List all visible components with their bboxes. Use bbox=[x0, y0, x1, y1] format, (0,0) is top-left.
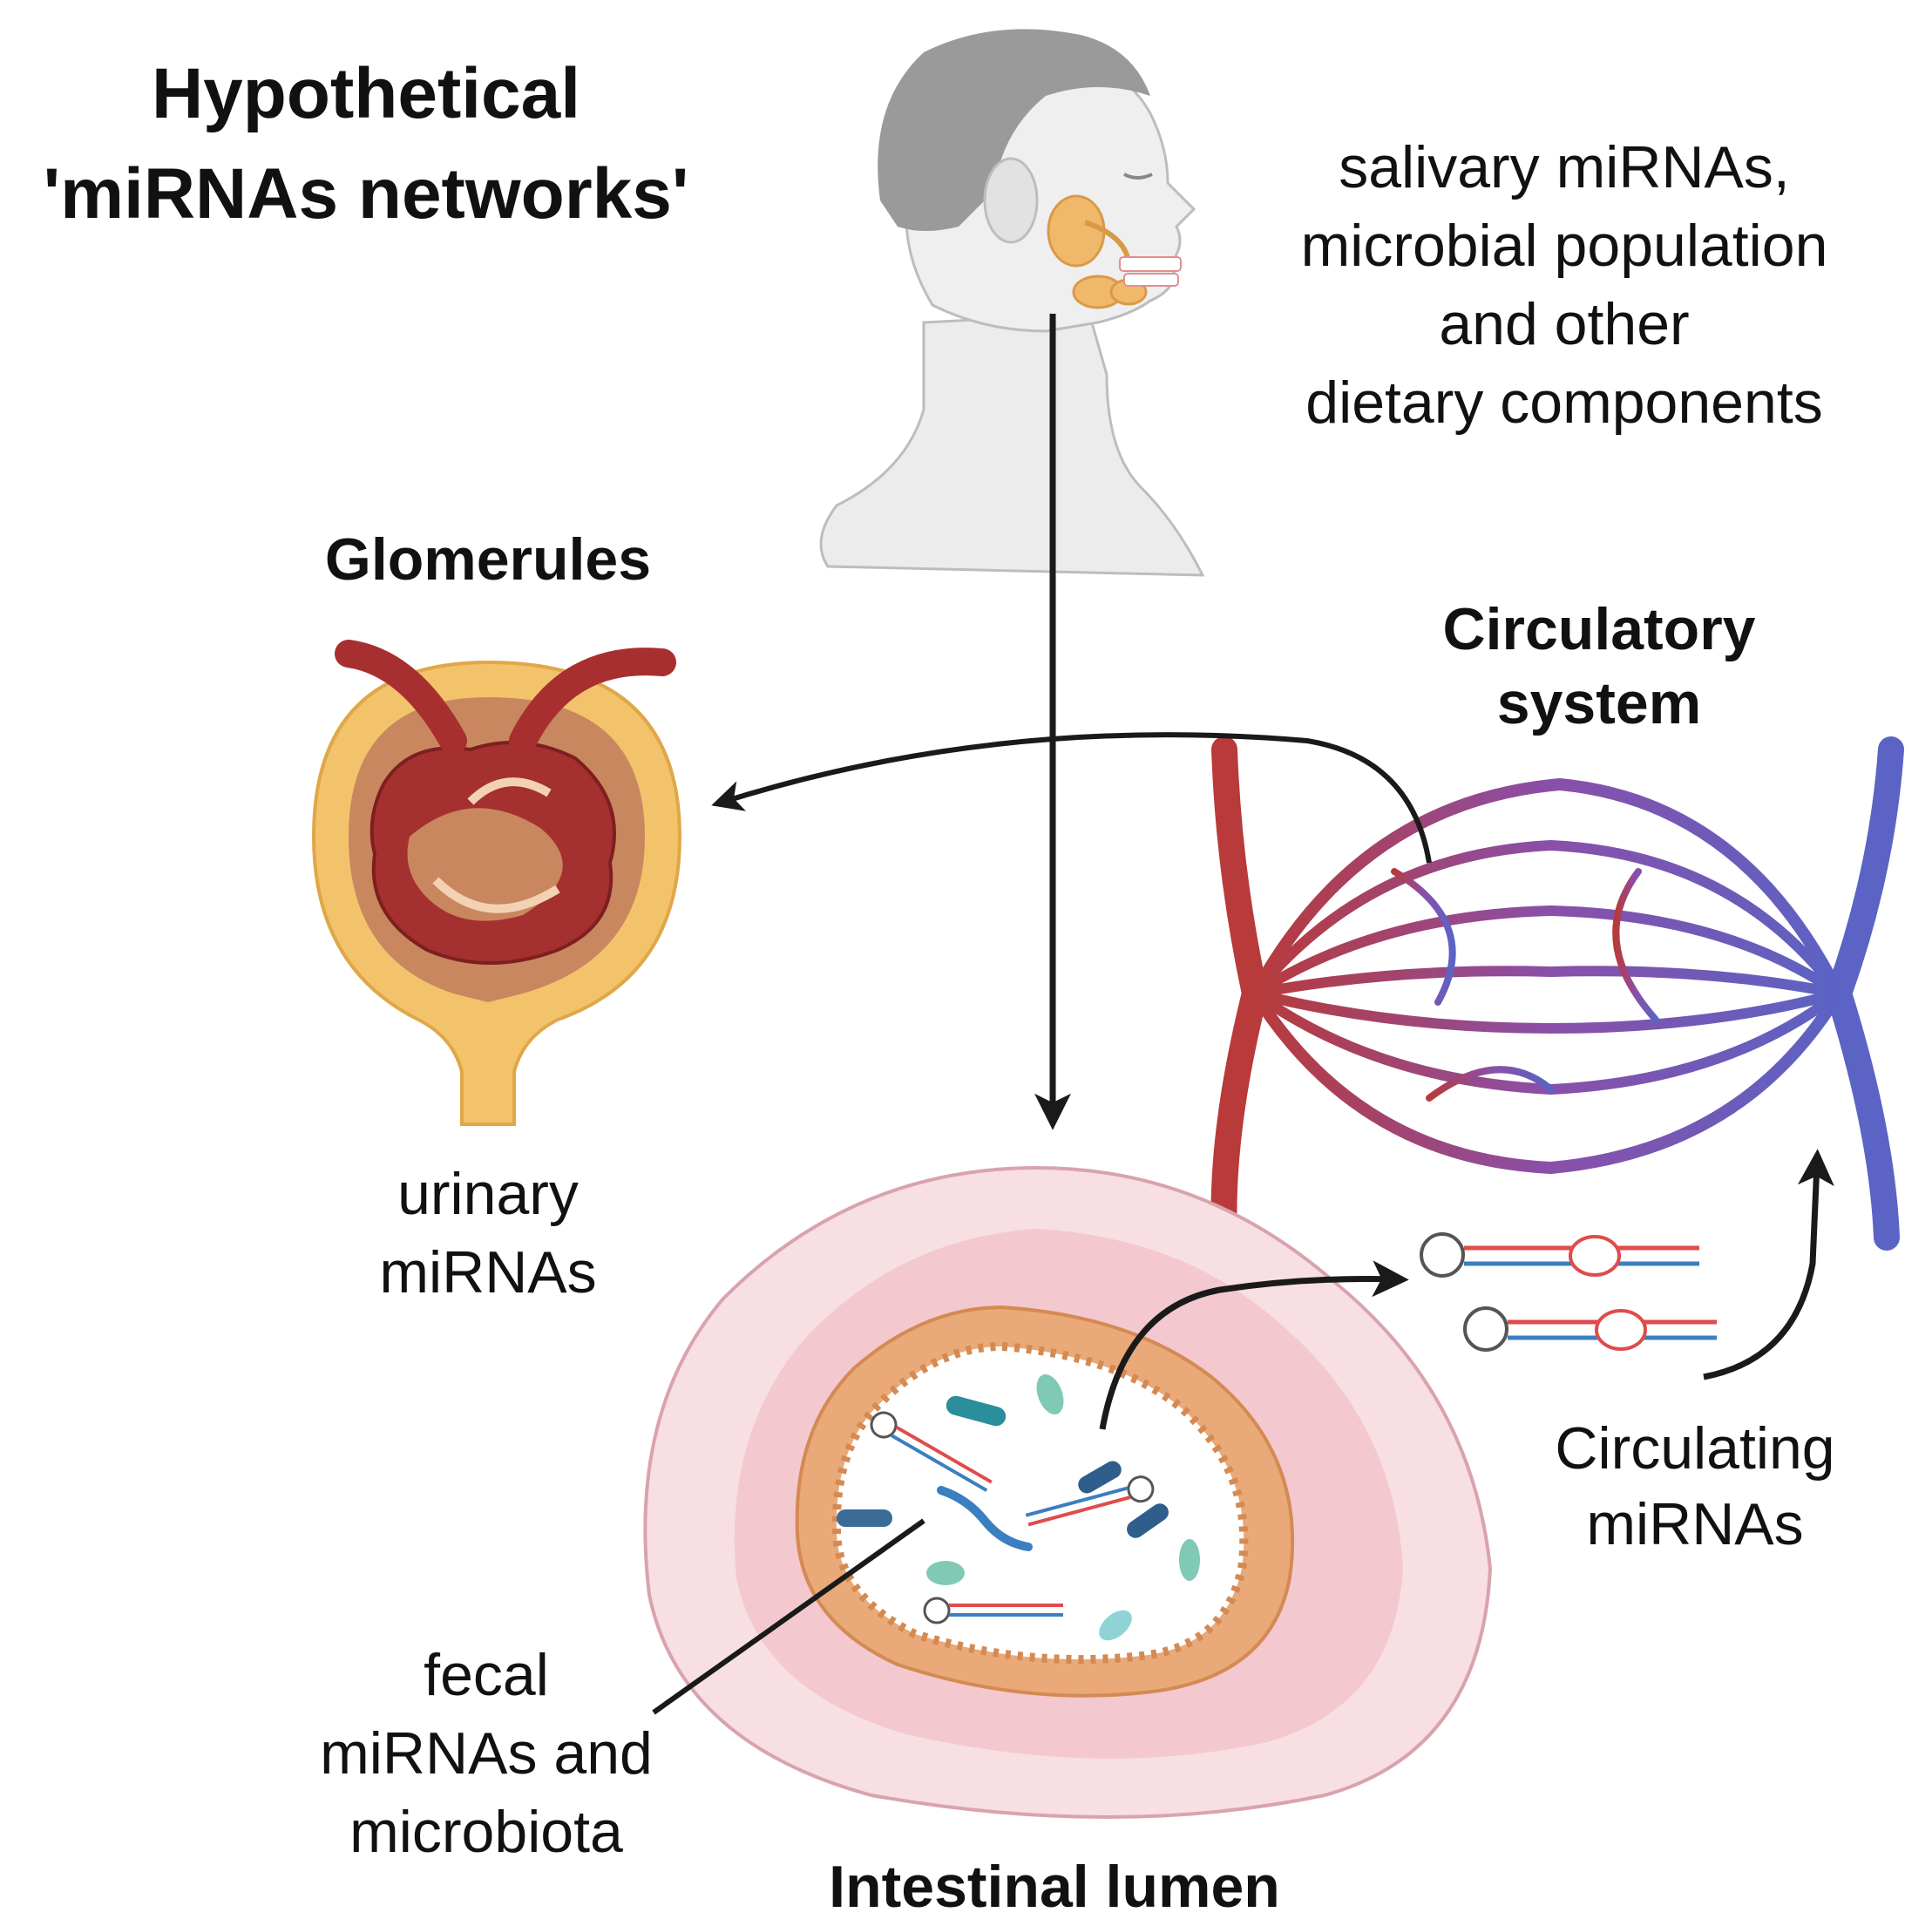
closed-eye bbox=[1123, 173, 1153, 180]
afferent-arteriole bbox=[335, 640, 467, 755]
arrow-lumen-to-circulation bbox=[1099, 1260, 1409, 1430]
efferent-arteriole bbox=[509, 648, 676, 755]
neck-shoulders bbox=[819, 312, 1205, 577]
diagram-title: Hypothetical 'miRNAs networks' bbox=[44, 54, 689, 234]
head-caption-line-4: dietary components bbox=[1305, 370, 1822, 436]
fecal-mirnas bbox=[870, 1411, 1155, 1624]
intestine-caption-line-3: microbiota bbox=[349, 1799, 623, 1865]
hair bbox=[878, 29, 1150, 232]
mirna-hairpin bbox=[1463, 1306, 1717, 1352]
glomerulus-illustration bbox=[311, 640, 682, 1126]
head-caption-line-1: salivary miRNAs, bbox=[1339, 134, 1790, 200]
title-line-2: 'miRNAs networks' bbox=[44, 154, 689, 234]
intestine-cross-section bbox=[643, 1165, 1493, 1819]
intestine-title: Intestinal lumen bbox=[829, 1854, 1280, 1920]
head-caption-line-2: microbial population bbox=[1301, 213, 1828, 279]
head-caption: salivary miRNAs, microbial population an… bbox=[1301, 134, 1828, 436]
ear bbox=[983, 157, 1039, 244]
teeth bbox=[1119, 256, 1182, 287]
mirna-hairpin bbox=[1420, 1232, 1699, 1278]
circulatory-title: Circulatory system bbox=[1443, 596, 1756, 736]
circulating-caption: Circulating miRNAs bbox=[1555, 1415, 1834, 1557]
human-head-illustration bbox=[819, 29, 1205, 577]
capillary-network-illustration bbox=[1210, 736, 1904, 1251]
arrow-mirnas-to-bloodstream bbox=[1703, 1149, 1834, 1380]
vein bbox=[1825, 736, 1904, 1251]
glomerules-caption-line-2: miRNAs bbox=[379, 1239, 596, 1305]
gut-microbiota bbox=[837, 1373, 1200, 1641]
head-caption-line-3: and other bbox=[1439, 291, 1689, 357]
intestine-caption: fecal miRNAs and microbiota bbox=[320, 1642, 653, 1865]
circulatory-title-line-1: Circulatory bbox=[1443, 596, 1756, 662]
intestine-caption-line-2: miRNAs and bbox=[320, 1720, 653, 1787]
glomerules-caption-line-1: urinary bbox=[397, 1161, 579, 1227]
capillaries bbox=[1249, 777, 1845, 1175]
circulating-caption-line-1: Circulating bbox=[1555, 1415, 1834, 1482]
arrow-circulation-to-glomerules bbox=[711, 732, 1432, 864]
glomerules-caption: urinary miRNAs bbox=[379, 1161, 596, 1305]
connectors bbox=[652, 314, 1834, 1715]
intestine-caption-line-1: fecal bbox=[424, 1642, 549, 1708]
glomerules-title: Glomerules bbox=[325, 526, 651, 593]
leader-line-fecal bbox=[652, 1518, 925, 1715]
circulating-mirnas-illustration bbox=[1420, 1232, 1717, 1352]
circulating-caption-line-2: miRNAs bbox=[1586, 1491, 1803, 1557]
circulatory-title-line-2: system bbox=[1497, 670, 1701, 736]
title-line-1: Hypothetical bbox=[152, 54, 580, 133]
